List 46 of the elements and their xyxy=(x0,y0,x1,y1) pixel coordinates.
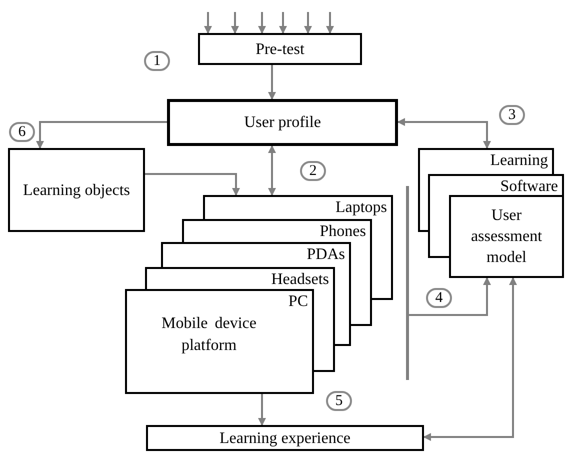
stacked-card xyxy=(182,219,372,242)
card-title: PDAs xyxy=(306,245,346,264)
step-number: 5 xyxy=(326,391,352,411)
arrow xyxy=(36,121,167,149)
stacked-card xyxy=(418,148,554,174)
card-title: Headsets xyxy=(271,270,330,289)
arrow xyxy=(326,12,334,34)
box-text: User profile xyxy=(243,113,322,133)
process-box xyxy=(8,148,145,232)
card-title: Laptops xyxy=(335,198,388,217)
stacked-card xyxy=(125,289,314,394)
arrow xyxy=(304,12,312,34)
step-number: 4 xyxy=(426,288,452,308)
stacked-card xyxy=(145,267,335,289)
arrow xyxy=(231,12,239,34)
card-title: Learning xyxy=(490,151,549,170)
arrow xyxy=(258,12,266,34)
stacked-card xyxy=(161,242,351,267)
box-text: User assessment model xyxy=(470,206,544,268)
stacked-card xyxy=(203,195,393,219)
arrow xyxy=(423,277,517,441)
box-text: Learning experience xyxy=(218,428,352,448)
step-number: 3 xyxy=(499,105,525,125)
arrow xyxy=(204,12,212,34)
box-text: Pre-test xyxy=(254,40,306,60)
box-text: Learning objects xyxy=(22,180,132,200)
arrow xyxy=(397,118,491,149)
arrow xyxy=(145,173,240,196)
card-title: Phones xyxy=(320,222,367,241)
vertical-bar xyxy=(406,186,409,380)
profile-box xyxy=(167,99,398,146)
box-text: Mobile device platform xyxy=(160,314,258,356)
arrow xyxy=(279,12,287,34)
process-box xyxy=(146,425,424,451)
arrow xyxy=(268,145,276,196)
arrow xyxy=(268,65,276,100)
stacked-card xyxy=(428,174,564,195)
arrow xyxy=(258,394,266,426)
step-number: 2 xyxy=(300,161,326,181)
arrow xyxy=(409,277,491,316)
step-number: 6 xyxy=(9,122,35,142)
card-title: Software xyxy=(500,177,559,196)
process-box xyxy=(198,33,362,65)
process-box xyxy=(449,195,564,278)
step-number: 1 xyxy=(144,51,170,71)
card-title: PC xyxy=(288,292,309,311)
